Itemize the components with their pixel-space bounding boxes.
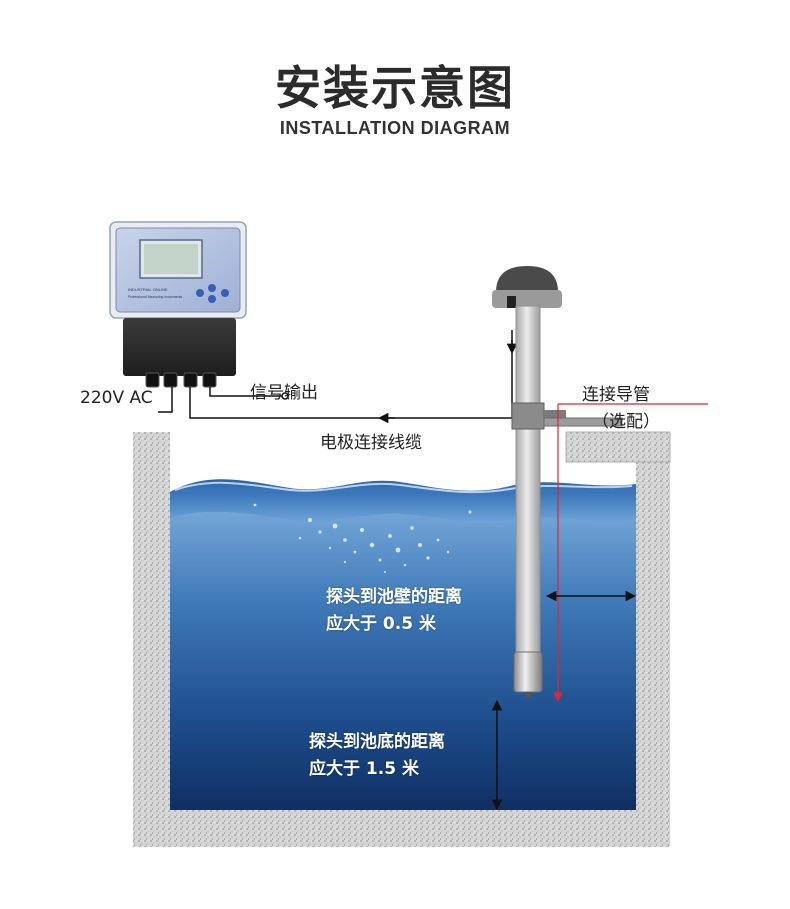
page-subtitle: INSTALLATION DIAGRAM xyxy=(279,118,511,138)
mounting-clamp xyxy=(511,402,545,430)
controller-sub-text: Professional Measuring Instruments xyxy=(128,295,182,299)
probe-cap-ring xyxy=(492,290,562,308)
power-label: 220V AC xyxy=(80,388,153,408)
wall-distance-label: 探头到池壁的距离 应大于 0.5 米 xyxy=(326,584,462,638)
probe-assembly xyxy=(492,266,623,697)
bottom-distance-line2: 应大于 1.5 米 xyxy=(309,759,419,779)
control-buttons xyxy=(196,284,229,303)
wall-distance-line1: 探头到池壁的距离 xyxy=(326,587,462,607)
signal-terminal xyxy=(281,392,289,400)
probe-cap xyxy=(496,266,558,292)
signal-output-label: 信号输出 xyxy=(250,383,318,403)
power-wire xyxy=(158,387,173,413)
electrode-cable-label: 电极连接线缆 xyxy=(320,433,422,453)
page-title: 安装示意图 xyxy=(275,61,515,115)
bottom-distance-line1: 探头到池底的距离 xyxy=(309,732,445,752)
probe-pipe xyxy=(515,305,541,655)
wall-distance-line2: 应大于 0.5 米 xyxy=(326,614,436,634)
wiring xyxy=(158,330,513,419)
electrode-wire xyxy=(189,387,218,419)
mounting-bracket xyxy=(543,417,623,427)
controller: INDUSTRIAL ONLINE Professional Measuring… xyxy=(109,221,247,388)
tank-floor xyxy=(133,810,670,847)
conduit-optional-label: （选配） xyxy=(592,412,660,432)
tank xyxy=(133,431,671,847)
signal-wire xyxy=(209,387,282,397)
tank-right-ledge xyxy=(566,432,670,462)
cable-glands xyxy=(145,372,217,388)
water-bubbles xyxy=(253,503,472,573)
junction-box xyxy=(123,318,236,376)
tank-right-wall xyxy=(636,462,670,847)
conduit-label: 连接导管 xyxy=(582,385,650,405)
bottom-distance-label: 探头到池底的距离 应大于 1.5 米 xyxy=(309,729,445,783)
guide-lines xyxy=(553,403,708,702)
controller-brand-text: INDUSTRIAL ONLINE xyxy=(128,287,168,292)
probe-sensor xyxy=(513,651,543,693)
tank-left-wall xyxy=(133,432,170,847)
